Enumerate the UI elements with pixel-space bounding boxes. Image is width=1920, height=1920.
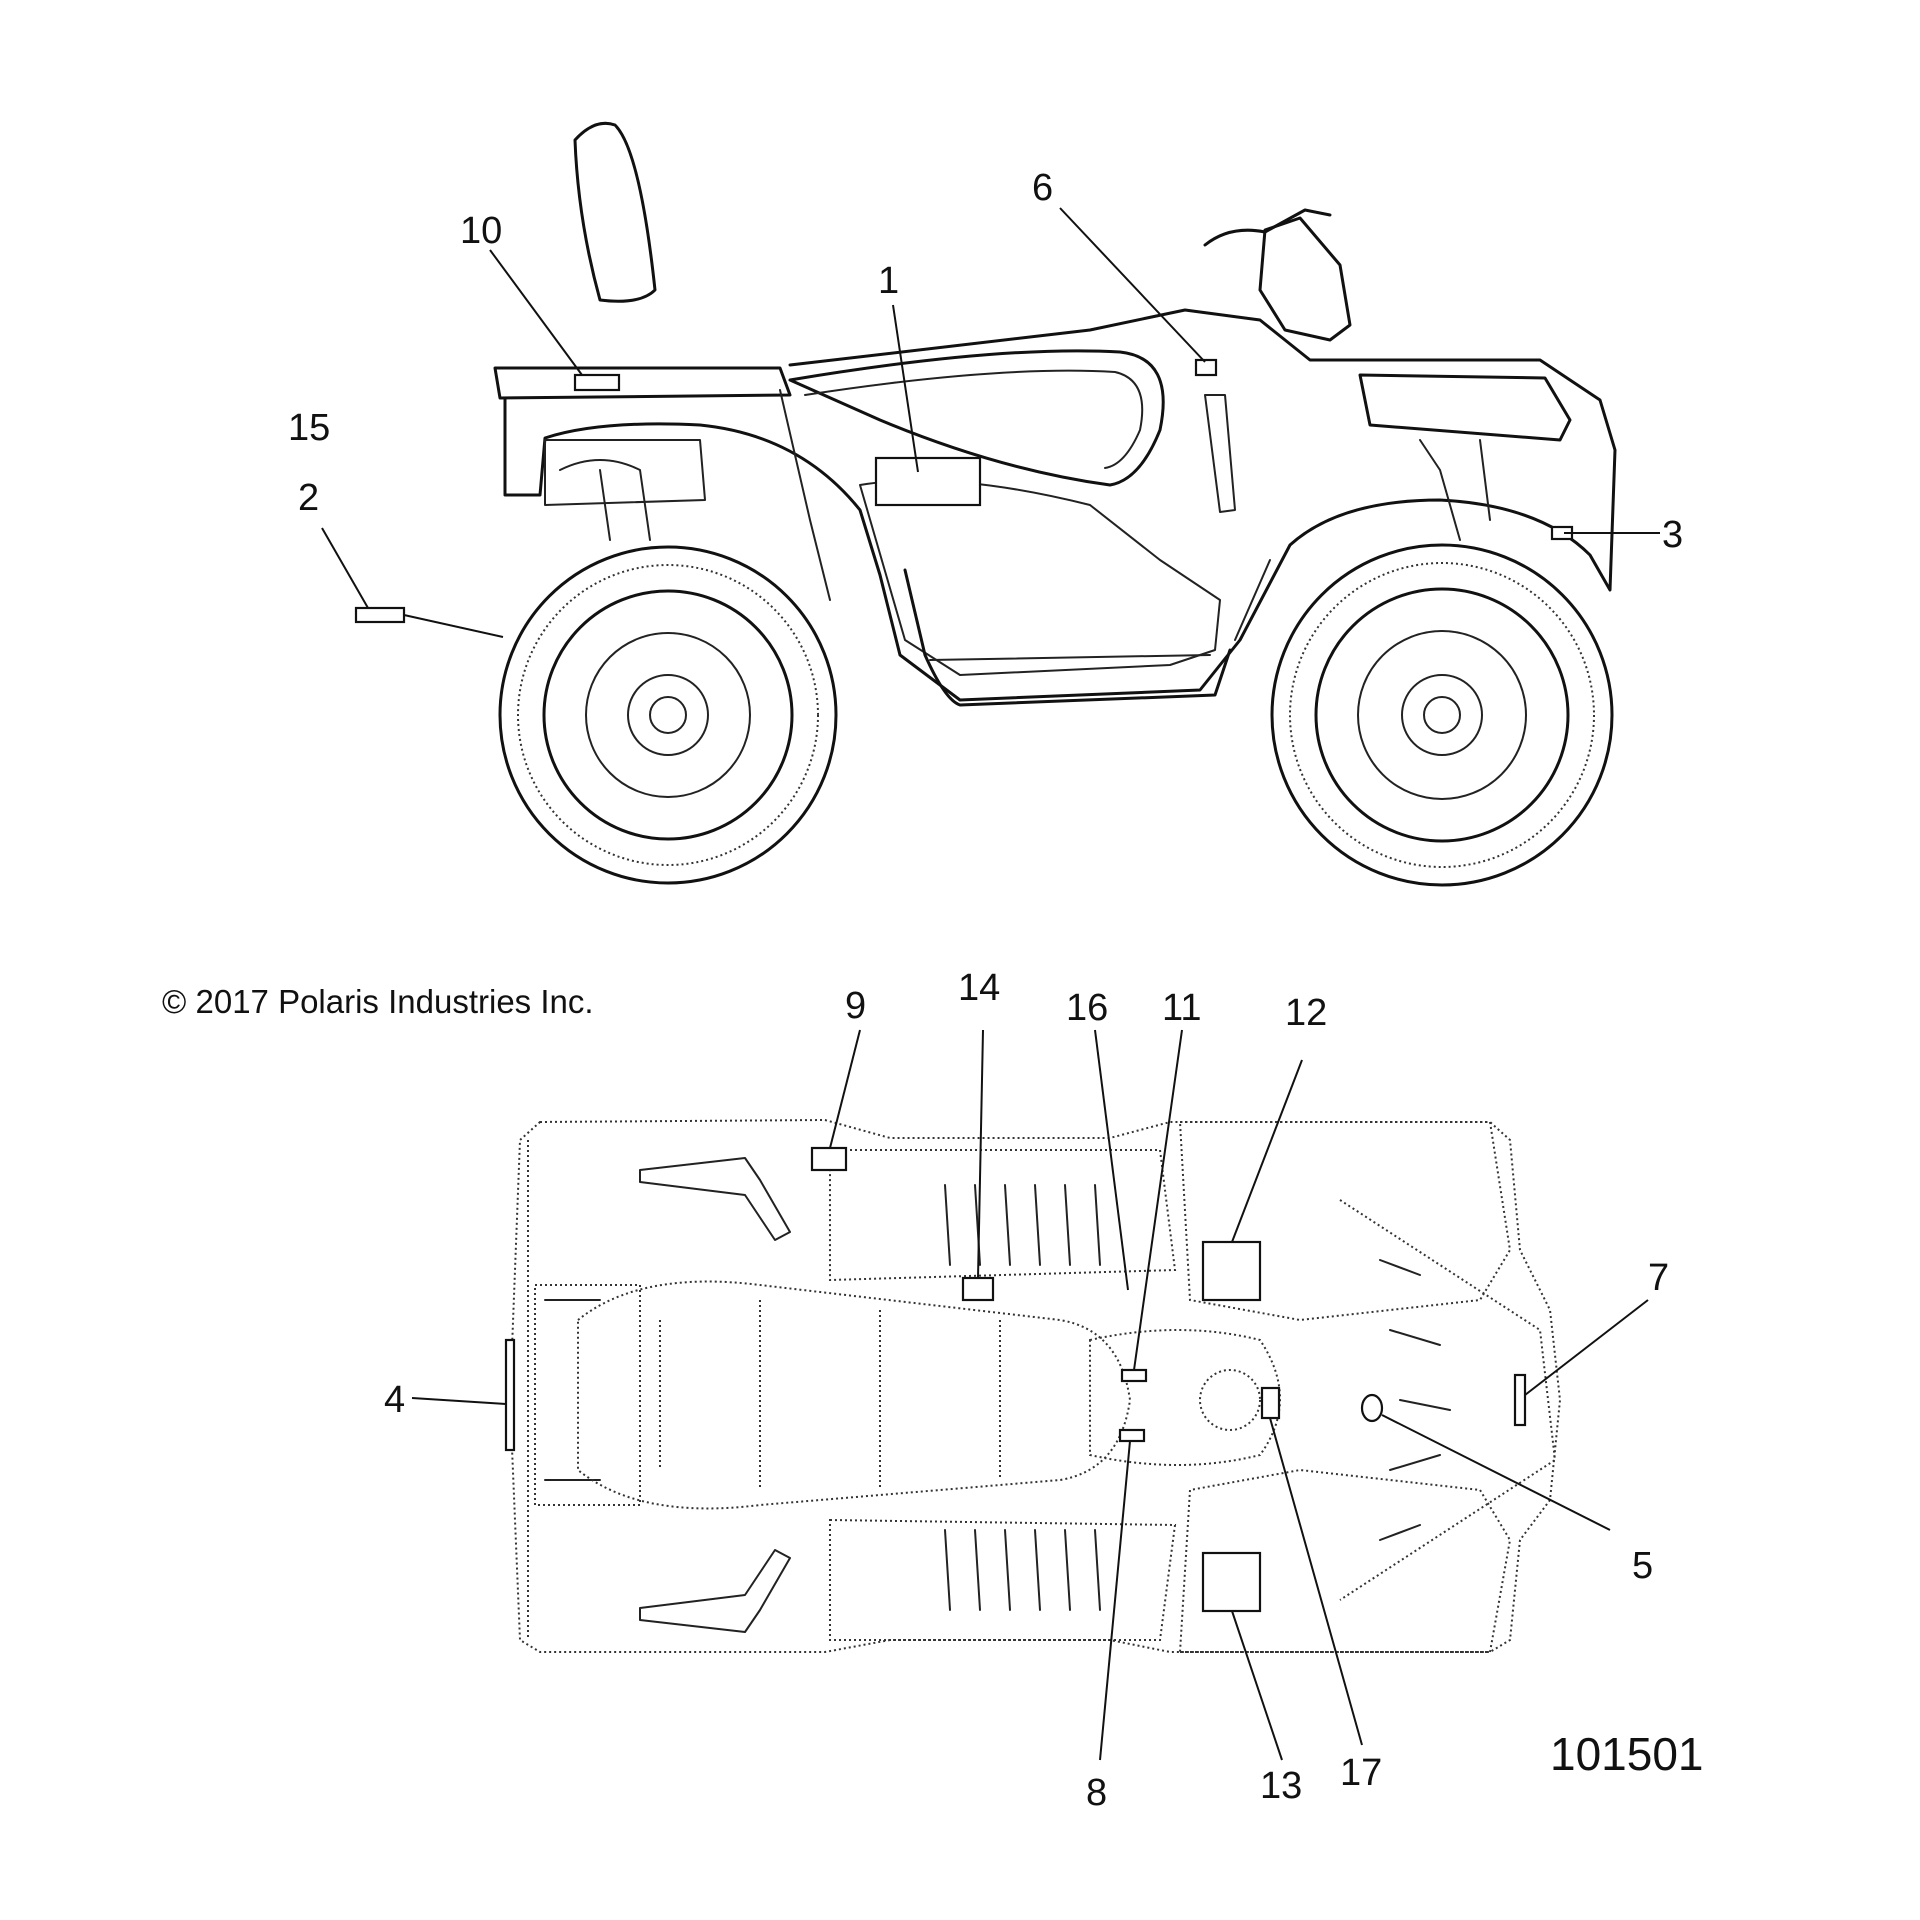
rider-seat: [788, 349, 1165, 487]
atv-top-view: [508, 1118, 1562, 1653]
decal-17: [1260, 1386, 1281, 1420]
handlebar: [1203, 208, 1332, 247]
decal-6: [1194, 358, 1218, 377]
decal-5: [1360, 1393, 1384, 1423]
front-wheel: [1270, 543, 1614, 887]
callout-6: 6: [1032, 167, 1053, 209]
callout-2: 2: [298, 477, 319, 519]
callout-14: 14: [958, 967, 1000, 1009]
front-fender-right: [1178, 1468, 1512, 1653]
console: [1089, 1329, 1281, 1466]
grab-handle-left: [639, 1157, 791, 1241]
decal-1: [874, 456, 982, 507]
callout-4: 4: [384, 1379, 405, 1421]
side-view-callouts: 1 2 3 6 10 15: [288, 167, 1683, 556]
top-rear-rack: [534, 1284, 641, 1506]
callout-15: 15: [288, 407, 330, 449]
callout-8: 8: [1086, 1772, 1107, 1814]
body-outline: [508, 1118, 1562, 1653]
rear-rack: [493, 366, 792, 400]
footrest-right: [829, 1518, 1177, 1641]
decal-11: [1120, 1368, 1148, 1383]
grab-handle-right: [639, 1549, 791, 1633]
passenger-backrest: [573, 121, 657, 303]
top-view-leaders: [411, 1029, 1649, 1761]
front-suspension: [1419, 439, 1491, 541]
top-view-decals: [504, 1146, 1527, 1613]
callout-17: 17: [1340, 1752, 1382, 1794]
side-view-leaders: [321, 207, 1660, 638]
figure-id: 101501: [1550, 1728, 1704, 1780]
decal-10: [573, 373, 621, 392]
side-panel: [859, 479, 1221, 676]
callout-12: 12: [1285, 992, 1327, 1034]
rear-suspension: [559, 459, 651, 541]
decal-7: [1513, 1373, 1527, 1427]
decal-8: [1118, 1428, 1146, 1443]
callout-9: 9: [845, 985, 866, 1027]
decal-12: [1201, 1240, 1262, 1302]
callout-16: 16: [1066, 987, 1108, 1029]
top-view-callouts: 4 5 7 8 9 11 12 13 14 16 17: [384, 967, 1669, 1814]
callout-13: 13: [1260, 1765, 1302, 1807]
callout-11: 11: [1162, 987, 1201, 1029]
front-fender-left: [1178, 1121, 1512, 1322]
footwell: [903, 568, 1232, 707]
callout-1: 1: [878, 260, 899, 302]
decal-14: [961, 1276, 995, 1302]
footrest-left: [829, 1149, 1177, 1282]
rear-wheel: [498, 545, 838, 885]
side-view-decals: [354, 358, 1574, 624]
callout-7: 7: [1648, 1257, 1669, 1299]
decal-4: [504, 1338, 516, 1452]
callout-5: 5: [1632, 1545, 1653, 1587]
decal-2: [354, 606, 406, 624]
front-rack: [1358, 373, 1572, 442]
muffler: [544, 439, 706, 506]
callout-3: 3: [1662, 514, 1683, 556]
callout-10: 10: [460, 210, 502, 252]
decal-9: [810, 1146, 848, 1172]
atv-side-view: [493, 121, 1617, 887]
copyright-notice: © 2017 Polaris Industries Inc.: [162, 983, 594, 1020]
headlight-pod: [1258, 216, 1352, 342]
decal-13: [1201, 1551, 1262, 1613]
